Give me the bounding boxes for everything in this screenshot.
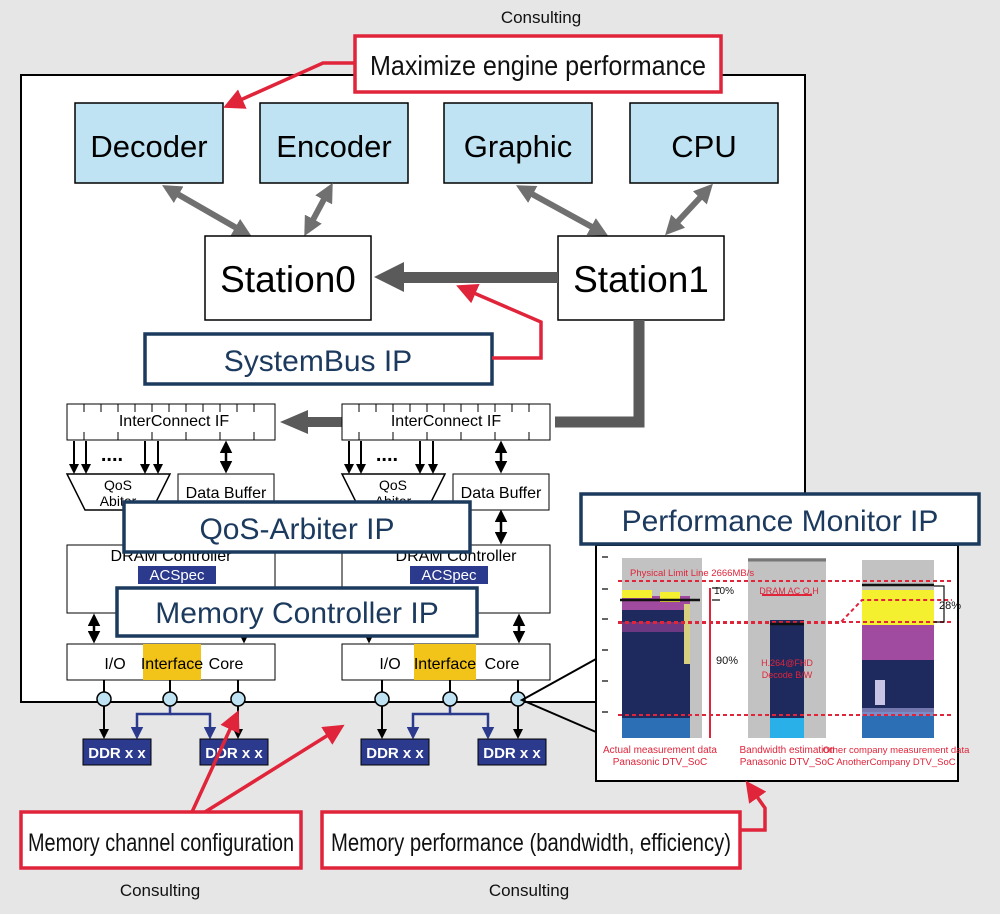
right-io-label: I/O	[379, 656, 400, 673]
caption-3-line2: AnotherCompany DTV_SoC	[836, 757, 955, 768]
pct-10-label: 10%	[714, 586, 734, 597]
engine-cpu-label: CPU	[671, 129, 736, 164]
engine-encoder: Encoder	[259, 102, 409, 184]
caption-2-line1: Bandwidth estimation	[739, 745, 834, 756]
left-io-label: I/O	[104, 656, 125, 673]
left-data-buffer-label: Data Buffer	[186, 485, 267, 502]
physical-limit-label: Physical Limit Line 2666MB/s	[630, 568, 754, 579]
right-data-buffer-label: Data Buffer	[461, 485, 542, 502]
memory-controller-ip-label-box: Memory Controller IP	[115, 586, 479, 638]
station-link-arrow	[374, 262, 558, 292]
callout-memory-performance-text: Memory performance (bandwidth, efficienc…	[331, 829, 731, 857]
caption-2-line2: Panasonic DTV_SoC	[740, 757, 835, 768]
performance-monitor-panel: Physical Limit Line 2666MB/s 10% 90% 28%…	[595, 544, 971, 782]
perfmon-zoom-lines	[519, 658, 597, 733]
left-memory-subsystem: InterConnect IF .... QoS Abiter Data Buf…	[65, 403, 276, 681]
systembus-ip-label: SystemBus IP	[224, 345, 412, 378]
callout-engine-performance-text: Maximize engine performance	[370, 50, 706, 81]
engine-cpu: CPU	[629, 102, 779, 184]
h264-label-2: Decode B/W	[762, 670, 813, 680]
station1-route	[555, 320, 645, 428]
left-interconnect-label: InterConnect IF	[119, 413, 230, 430]
station0-label: Station0	[220, 259, 356, 300]
station1-label: Station1	[573, 259, 709, 300]
interconnect-link-arrow	[280, 410, 343, 434]
callout-memory-channel-text: Memory channel configuration	[28, 829, 294, 857]
consulting-top-label: Consulting	[501, 8, 581, 27]
left-qos-dots: ....	[101, 444, 123, 466]
left-acspec-label: ACSpec	[149, 567, 205, 584]
ddr-label-3: DDR x x	[366, 745, 424, 762]
systembus-ip-label-box: SystemBus IP	[143, 332, 494, 386]
performance-monitor-ip-label-box: Performance Monitor IP	[579, 492, 981, 546]
perf-chart: Physical Limit Line 2666MB/s 10% 90% 28%…	[602, 556, 971, 768]
engine-graphic: Graphic	[443, 102, 593, 184]
pct-90-label: 90%	[716, 655, 738, 667]
caption-3-line1: Other company measurement data	[823, 745, 971, 756]
dram-ac-label: DRAM AC O.H	[759, 586, 819, 596]
right-qos-dots: ....	[376, 444, 398, 466]
callout-memory-channel: Memory channel configuration	[19, 810, 303, 870]
engine-performance-pointer	[223, 61, 355, 109]
station0: Station0	[204, 235, 372, 321]
callout-memory-performance: Memory performance (bandwidth, efficienc…	[320, 810, 742, 870]
systembus-pointer	[456, 284, 543, 360]
right-acspec-label: ACSpec	[421, 567, 477, 584]
performance-monitor-ip-label: Performance Monitor IP	[622, 505, 939, 538]
right-interface-label: Interface	[414, 656, 476, 673]
ddr-label-4: DDR x x	[483, 745, 541, 762]
ddr-chips: DDR x x DDR x x DDR x x DDR x x	[82, 738, 547, 766]
callout-engine-performance: Maximize engine performance	[353, 34, 723, 94]
memory-controller-ip-label: Memory Controller IP	[155, 597, 438, 630]
consulting-bottom-left-label: Consulting	[120, 881, 200, 900]
station1: Station1	[557, 235, 725, 321]
ddr-label-1: DDR x x	[88, 745, 146, 762]
right-qos-label-1: QoS	[379, 477, 407, 493]
engine-graphic-label: Graphic	[464, 129, 573, 164]
h264-label-1: H.264@FHD	[761, 658, 813, 668]
right-core-label: Core	[485, 656, 520, 673]
ddr-label-2: DDR x x	[205, 745, 263, 762]
left-qos-label-1: QoS	[104, 477, 132, 493]
consulting-bottom-center-label: Consulting	[489, 881, 569, 900]
left-core-label: Core	[209, 656, 244, 673]
left-interface-label: Interface	[141, 656, 203, 673]
engine-decoder-label: Decoder	[90, 129, 207, 164]
qos-arbiter-ip-label-box: QoS-Arbiter IP	[122, 500, 472, 554]
memory-performance-pointer	[740, 780, 767, 832]
caption-1-line1: Actual measurement data	[603, 745, 717, 756]
engine-encoder-label: Encoder	[276, 129, 391, 164]
caption-1-line2: Panasonic DTV_SoC	[613, 757, 708, 768]
right-interconnect-label: InterConnect IF	[391, 413, 502, 430]
engine-station-links	[162, 182, 713, 237]
engine-decoder: Decoder	[74, 102, 224, 184]
pct-28-label: 28%	[939, 600, 961, 612]
memory-channel-pointers	[190, 710, 345, 814]
qos-arbiter-ip-label: QoS-Arbiter IP	[199, 513, 394, 546]
